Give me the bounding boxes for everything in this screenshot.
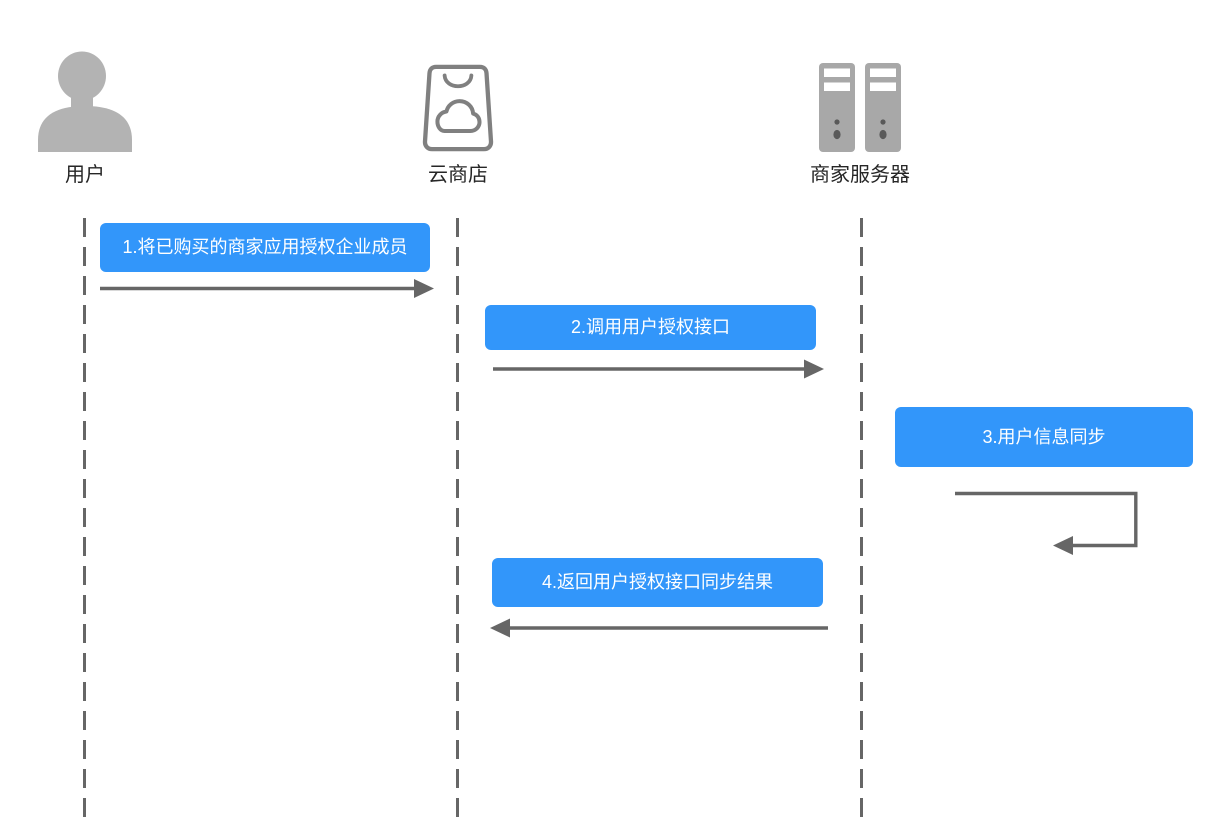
- arrow-head-left-icon: [1053, 536, 1073, 555]
- arrow-head-left-icon: [490, 618, 510, 638]
- arrow-message-2: [493, 359, 824, 379]
- actor-user: 用户: [15, 48, 155, 193]
- server-rack-icon: [819, 63, 901, 152]
- arrow-head-right-icon: [804, 359, 824, 379]
- actor-label-merchant-server: 商家服务器: [810, 164, 910, 186]
- message-box-3: 3.用户信息同步: [895, 407, 1193, 467]
- message-box-4: 4.返回用户授权接口同步结果: [492, 558, 823, 607]
- actor-label-cloud-store: 云商店: [428, 164, 488, 186]
- actor-merchant-server: 商家服务器: [790, 48, 930, 193]
- arrow-head-right-icon: [414, 279, 434, 298]
- shopping-bag-cloud-icon: [422, 64, 494, 152]
- user-icon: [38, 51, 132, 152]
- actor-label-user: 用户: [65, 164, 105, 186]
- arrow-message-4: [490, 618, 828, 638]
- arrow-message-3-self-loop: [955, 491, 1138, 555]
- message-box-1: 1.将已购买的商家应用授权企业成员: [100, 223, 430, 272]
- actor-cloud-store: 云商店: [388, 48, 528, 193]
- arrow-message-1: [100, 279, 434, 298]
- message-box-2: 2.调用用户授权接口: [485, 305, 816, 350]
